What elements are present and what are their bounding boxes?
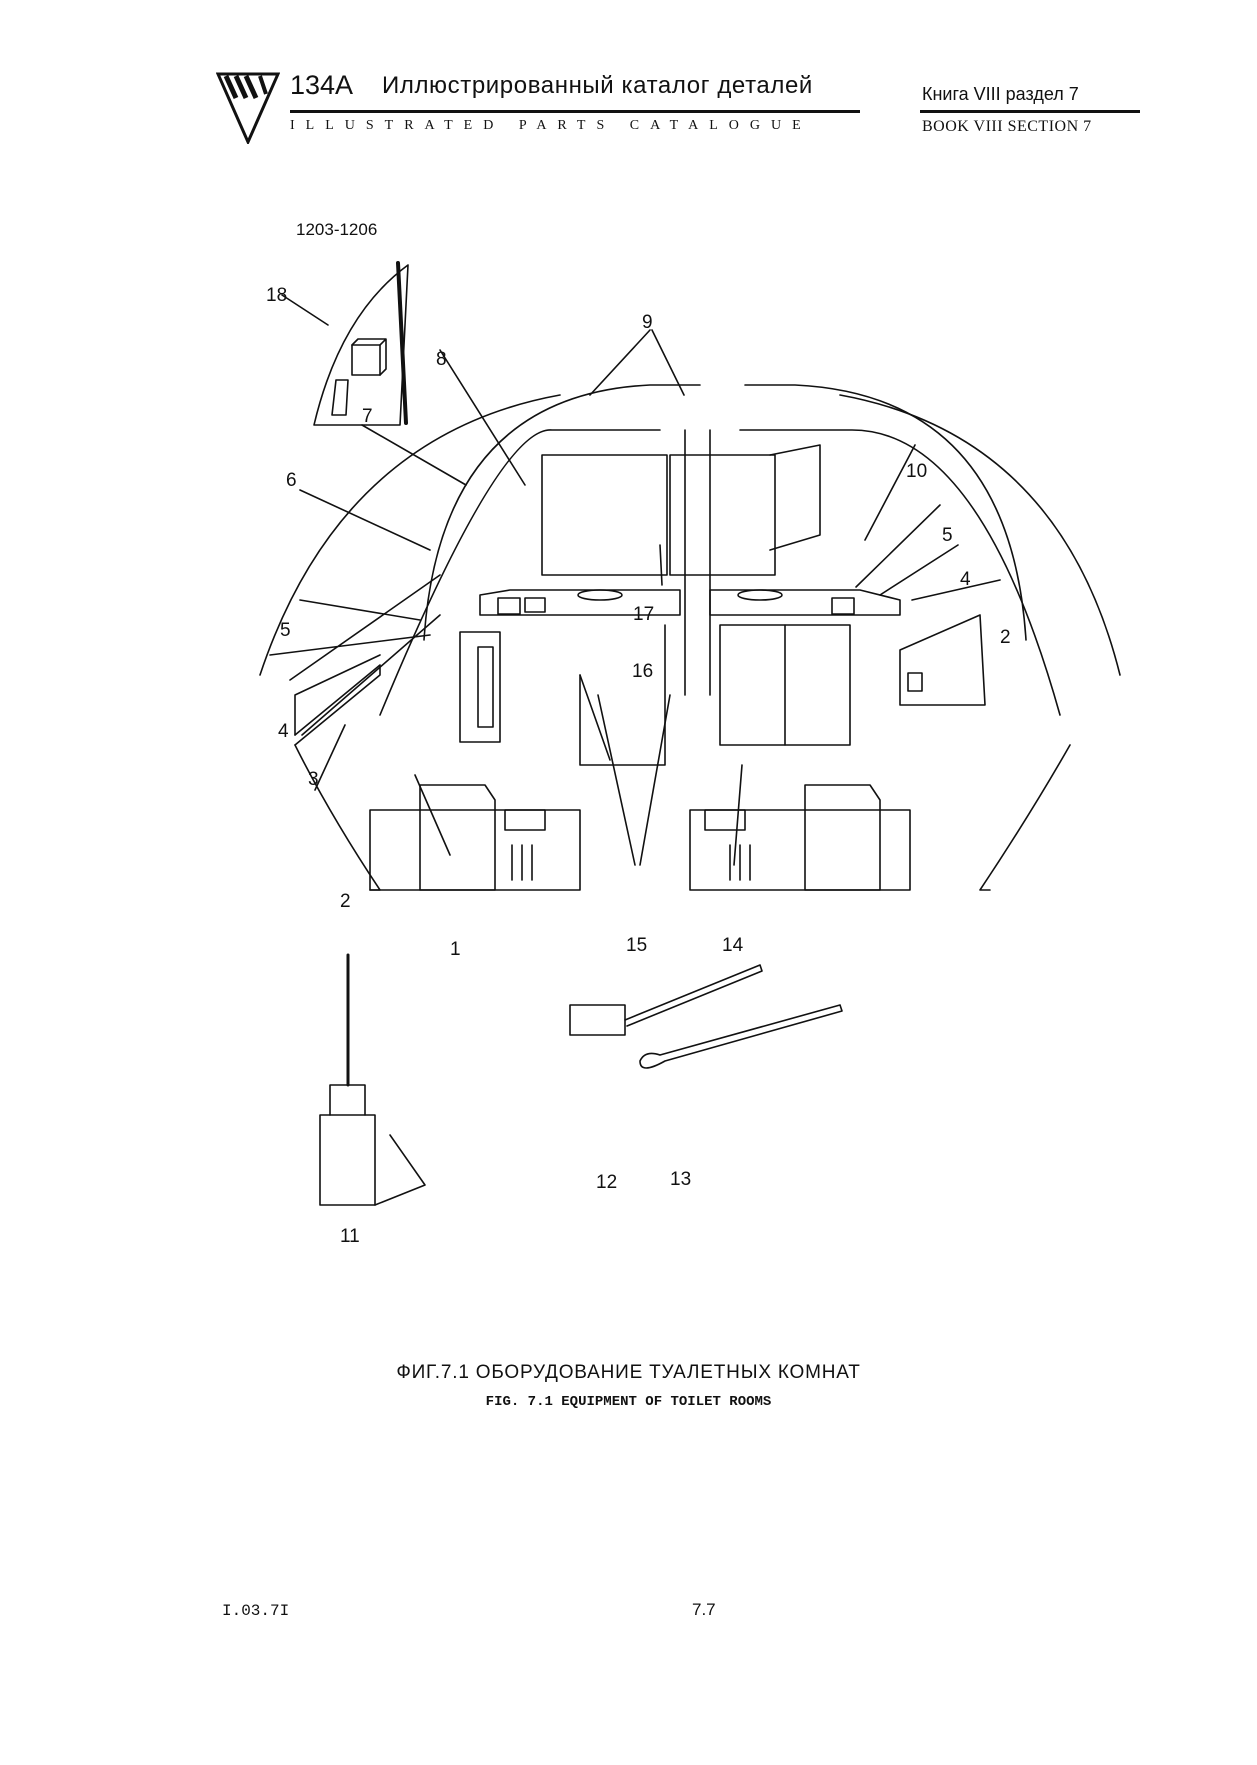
- callout-12: 12: [596, 1172, 617, 1193]
- page-number: 7.7: [692, 1600, 716, 1619]
- inset-panel-detail: [313, 261, 409, 426]
- figure-caption-ru: ФИГ.7.1 ОБОРУДОВАНИЕ ТУАЛЕТНЫХ КОМНАТ: [396, 1362, 861, 1383]
- book-section-en: BOOK VIII SECTION 7: [922, 118, 1092, 135]
- tupolev-logo: [216, 72, 280, 144]
- callout-8: 8: [436, 349, 447, 370]
- callout-5-left: 5: [280, 620, 291, 641]
- book-section-ru: Книга VIII раздел 7: [922, 84, 1079, 104]
- callout-1: 1: [450, 939, 461, 960]
- callout-2-left: 2: [340, 891, 351, 912]
- brush-detail: [569, 964, 763, 1036]
- aircraft-model: 134A: [290, 70, 354, 100]
- header-rule: [290, 110, 860, 113]
- callout-18: 18: [266, 285, 287, 306]
- callout-3: 3: [308, 769, 319, 790]
- callout-15: 15: [626, 935, 647, 956]
- callout-7: 7: [362, 406, 373, 427]
- callout-10: 10: [906, 461, 927, 482]
- callout-6: 6: [286, 470, 297, 491]
- callout-17: 17: [633, 604, 654, 625]
- serial-range: 1203-1206: [296, 220, 378, 239]
- callout-11: 11: [340, 1226, 360, 1247]
- scoop-detail: [319, 953, 426, 1206]
- callout-5-right: 5: [942, 525, 953, 546]
- callout-9: 9: [642, 312, 653, 333]
- callout-16: 16: [632, 661, 653, 682]
- book-rule: [920, 110, 1140, 113]
- callout-14: 14: [722, 935, 744, 956]
- callout-4-left: 4: [278, 721, 289, 742]
- date-code: I.03.7I: [222, 1602, 290, 1620]
- catalogue-title-en: ILLUSTRATED PARTS CATALOGUE: [290, 118, 812, 133]
- callout-13: 13: [670, 1169, 691, 1190]
- figure-caption-en: FIG. 7.1 EQUIPMENT OF TOILET ROOMS: [485, 1394, 772, 1410]
- callout-4-right: 4: [960, 569, 971, 590]
- callout-2-right: 2: [1000, 627, 1011, 648]
- toilet-rooms-illustration: [259, 261, 1121, 1206]
- catalogue-title-ru: Иллюстрированный каталог деталей: [382, 72, 813, 99]
- callout-labels: 18 8 9 7 10 6 5 4 17 16 5 4 2 3 2 1 15 1…: [266, 285, 1011, 1247]
- hook-detail: [639, 1004, 843, 1069]
